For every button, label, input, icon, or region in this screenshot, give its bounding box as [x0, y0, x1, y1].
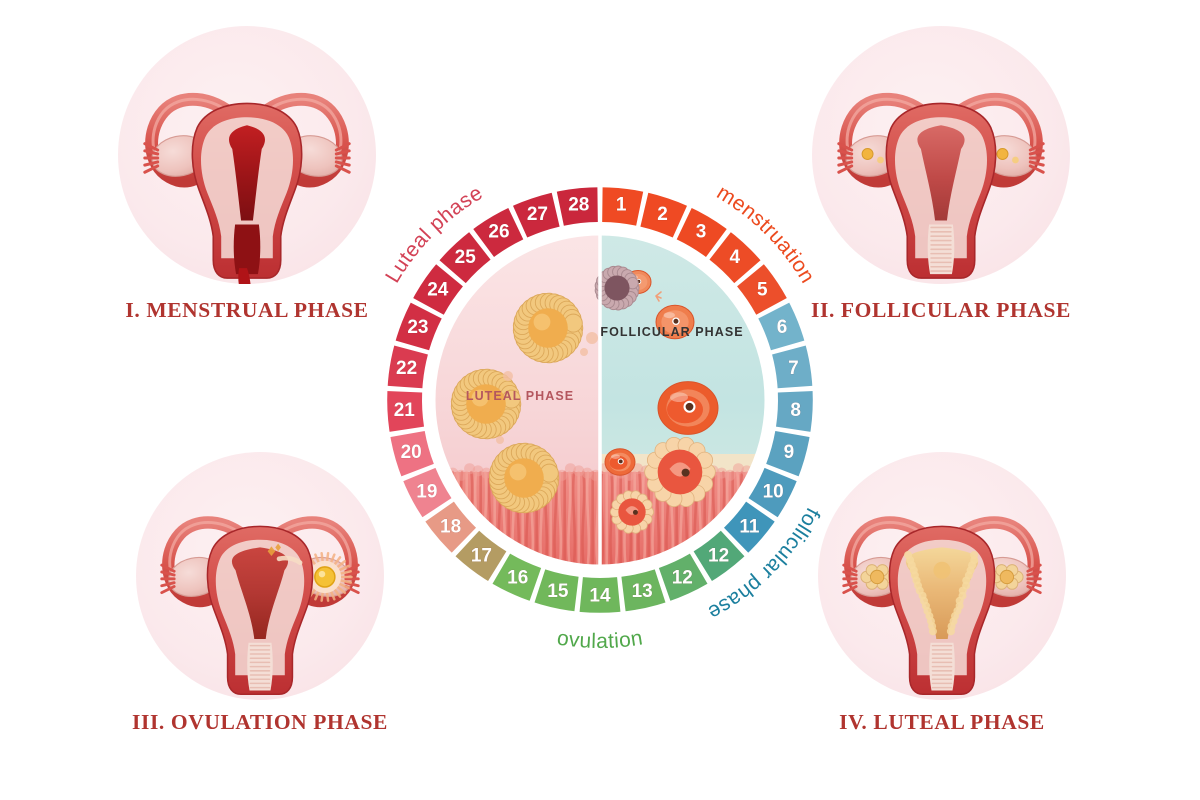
day-number: 27 — [527, 204, 548, 225]
phase-caption-ovulation: III. OVULATION PHASE — [10, 710, 510, 735]
day-number: 15 — [547, 581, 569, 602]
day-number: 21 — [394, 400, 416, 421]
phase-disc-follicular — [812, 26, 1070, 284]
day-number: 16 — [507, 567, 528, 588]
uterus-ovulation-icon — [136, 452, 384, 700]
uterus-luteal-icon — [818, 452, 1066, 700]
uterus-menstrual-icon — [118, 26, 376, 284]
day-number: 26 — [488, 222, 509, 243]
day-number: 10 — [763, 481, 784, 502]
day-number: 14 — [589, 586, 611, 607]
phase-disc-luteal — [818, 452, 1066, 700]
inner-label-luteal-phase: LUTEAL PHASE — [466, 389, 574, 403]
day-number: 12 — [672, 567, 693, 588]
day-number: 23 — [407, 317, 428, 338]
day-number: 6 — [777, 317, 788, 338]
day-number: 5 — [757, 280, 768, 301]
cycle-wheel: LUTEAL PHASEFOLLICULAR PHASE123456789101… — [383, 183, 817, 617]
inner-label-follicular-phase: FOLLICULAR PHASE — [600, 325, 743, 339]
day-number: 7 — [788, 358, 799, 379]
day-number: 22 — [396, 358, 417, 379]
day-number: 28 — [568, 195, 589, 216]
phase-caption-luteal: IV. LUTEAL PHASE — [692, 710, 1192, 735]
day-number: 4 — [730, 247, 741, 268]
day-number: 18 — [440, 516, 461, 537]
cycle-wheel-graphic: LUTEAL PHASEFOLLICULAR PHASE123456789101… — [383, 183, 817, 617]
day-number: 20 — [401, 442, 422, 463]
arc-label-ovulation: ovulation — [556, 626, 645, 653]
day-number: 24 — [427, 280, 449, 301]
day-number: 25 — [455, 247, 477, 268]
day-number: 2 — [657, 204, 668, 225]
day-number: 19 — [416, 481, 437, 502]
phase-disc-menstrual — [118, 26, 376, 284]
day-number: 8 — [790, 400, 801, 421]
day-number: 17 — [471, 546, 492, 567]
day-number: 12 — [708, 546, 729, 567]
phase-disc-ovulation — [136, 452, 384, 700]
day-number: 3 — [696, 222, 707, 243]
day-number: 1 — [616, 195, 627, 216]
day-number: 13 — [632, 581, 653, 602]
day-number: 11 — [739, 516, 760, 537]
uterus-follicular-icon — [812, 26, 1070, 284]
day-number: 9 — [784, 442, 795, 463]
